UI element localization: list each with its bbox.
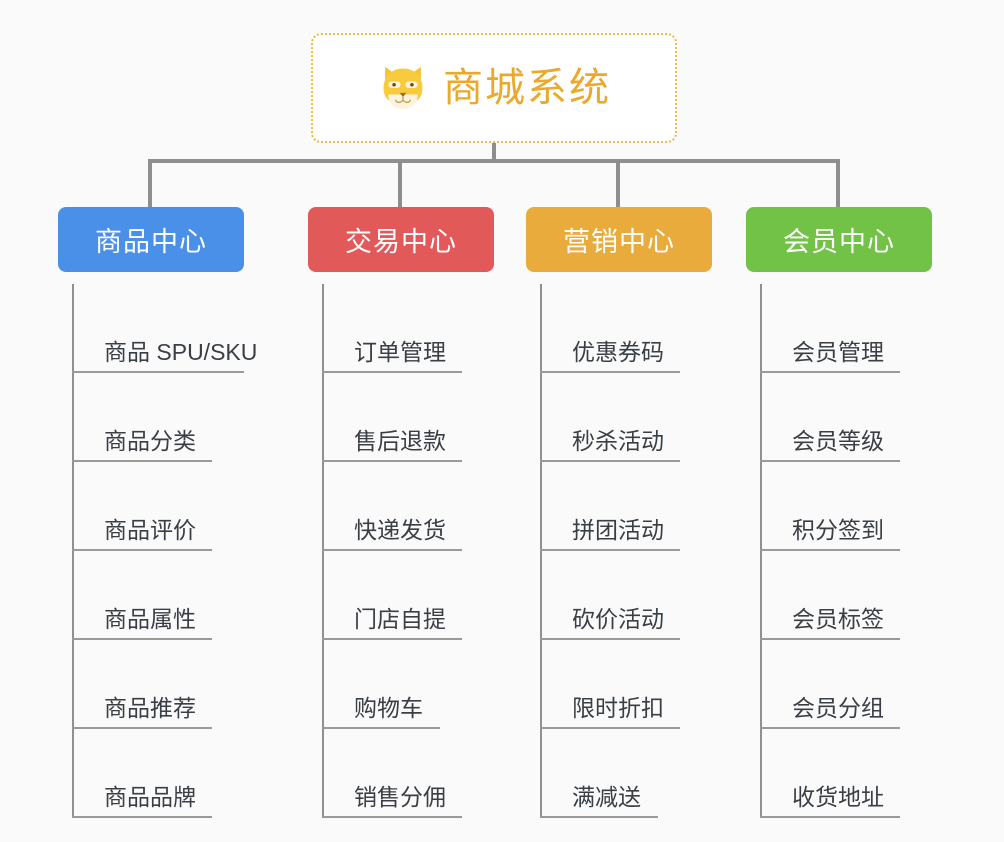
list-item[interactable]: 优惠券码	[540, 284, 680, 373]
branch-product-center: 商品中心 商品 SPU/SKU 商品分类 商品评价 商品属性 商品推荐 商品品牌	[58, 207, 257, 842]
list-item-label: 商品品牌	[104, 783, 196, 810]
branch-member-center: 会员中心 会员管理 会员等级 积分签到 会员标签 会员分组 收货地址	[746, 207, 932, 842]
list-item-label: 会员等级	[792, 427, 884, 454]
root-title: 商城系统	[443, 66, 611, 110]
list-item[interactable]: 拼团活动	[540, 462, 680, 551]
list-item-label: 收货地址	[792, 783, 884, 810]
list-item[interactable]: 满减送	[540, 729, 658, 818]
list-item[interactable]: 购物车	[322, 640, 440, 729]
list-item-label: 购物车	[354, 694, 423, 721]
category-header-marketing-center[interactable]: 营销中心	[526, 207, 712, 272]
connector-bus	[148, 159, 840, 163]
list-item-label: 快递发货	[354, 516, 446, 543]
list-item-label: 商品推荐	[104, 694, 196, 721]
list-item[interactable]: 售后退款	[322, 373, 462, 462]
list-item-label: 商品评价	[104, 516, 196, 543]
list-item[interactable]: 收货地址	[760, 729, 900, 818]
list-item[interactable]: 商品属性	[72, 551, 212, 640]
shiba-dog-icon	[383, 66, 423, 110]
leaf-list-marketing-center: 优惠券码 秒杀活动 拼团活动 砍价活动 限时折扣 满减送	[526, 284, 712, 842]
list-item-label: 商品 SPU/SKU	[104, 338, 258, 365]
list-item-label: 商品属性	[104, 605, 196, 632]
list-item-label: 优惠券码	[572, 338, 664, 365]
leaf-list-product-center: 商品 SPU/SKU 商品分类 商品评价 商品属性 商品推荐 商品品牌	[58, 284, 257, 842]
list-item[interactable]: 商品 SPU/SKU	[72, 284, 257, 373]
list-item-label: 门店自提	[354, 605, 446, 632]
category-header-product-center[interactable]: 商品中心	[58, 207, 244, 272]
connector-drop-1	[148, 159, 152, 207]
list-item[interactable]: 会员管理	[760, 284, 900, 373]
list-item[interactable]: 商品推荐	[72, 640, 212, 729]
leaf-list-trade-center: 订单管理 售后退款 快递发货 门店自提 购物车 销售分佣	[308, 284, 494, 842]
list-item-label: 会员管理	[792, 338, 884, 365]
list-item[interactable]: 订单管理	[322, 284, 462, 373]
list-item-label: 会员分组	[792, 694, 884, 721]
category-header-trade-center[interactable]: 交易中心	[308, 207, 494, 272]
category-header-member-center[interactable]: 会员中心	[746, 207, 932, 272]
connector-root-stem	[492, 143, 496, 163]
list-item[interactable]: 积分签到	[760, 462, 900, 551]
list-item[interactable]: 秒杀活动	[540, 373, 680, 462]
list-item-label: 售后退款	[354, 427, 446, 454]
list-item[interactable]: 商品品牌	[72, 729, 212, 818]
list-item-label: 商品分类	[104, 427, 196, 454]
list-item[interactable]: 商品评价	[72, 462, 212, 551]
connector-drop-2	[398, 159, 402, 207]
list-item[interactable]: 会员分组	[760, 640, 900, 729]
leaf-list-member-center: 会员管理 会员等级 积分签到 会员标签 会员分组 收货地址	[746, 284, 932, 842]
branch-marketing-center: 营销中心 优惠券码 秒杀活动 拼团活动 砍价活动 限时折扣 满减送	[526, 207, 712, 842]
list-item[interactable]: 会员等级	[760, 373, 900, 462]
list-item-label: 订单管理	[354, 338, 446, 365]
list-item[interactable]: 销售分佣	[322, 729, 462, 818]
branch-trade-center: 交易中心 订单管理 售后退款 快递发货 门店自提 购物车 销售分佣	[308, 207, 494, 842]
list-item-label: 积分签到	[792, 516, 884, 543]
list-item-label: 砍价活动	[572, 605, 664, 632]
connector-drop-4	[836, 159, 840, 207]
list-item-label: 秒杀活动	[572, 427, 664, 454]
list-item[interactable]: 限时折扣	[540, 640, 680, 729]
list-item-label: 限时折扣	[572, 694, 664, 721]
connector-drop-3	[616, 159, 620, 207]
list-item[interactable]: 会员标签	[760, 551, 900, 640]
list-item-label: 会员标签	[792, 605, 884, 632]
list-item[interactable]: 砍价活动	[540, 551, 680, 640]
list-item[interactable]: 商品分类	[72, 373, 212, 462]
list-item-label: 拼团活动	[572, 516, 664, 543]
list-item-label: 销售分佣	[354, 783, 446, 810]
root-node[interactable]: 商城系统	[311, 33, 677, 143]
list-item[interactable]: 门店自提	[322, 551, 462, 640]
list-item[interactable]: 快递发货	[322, 462, 462, 551]
list-item-label: 满减送	[572, 783, 641, 810]
